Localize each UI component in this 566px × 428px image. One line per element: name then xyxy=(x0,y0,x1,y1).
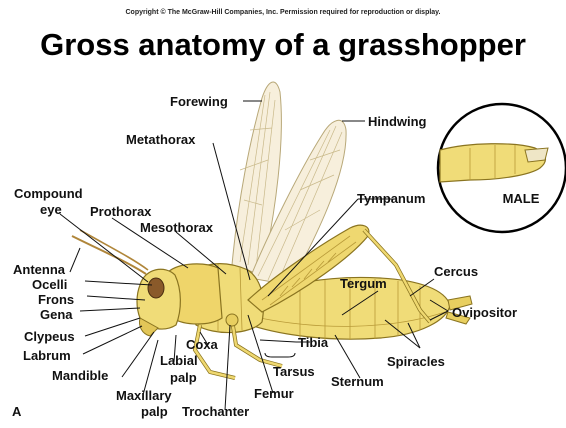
label-labial-palp-line1: Labial xyxy=(160,353,198,368)
label-metathorax: Metathorax xyxy=(126,132,196,147)
label-forewing: Forewing xyxy=(170,94,228,109)
label-spiracles: Spiracles xyxy=(387,354,445,369)
label-prothorax: Prothorax xyxy=(90,204,152,219)
label-mesothorax: Mesothorax xyxy=(140,220,214,235)
panel-letter: A xyxy=(12,404,22,419)
label-tergum: Tergum xyxy=(340,276,387,291)
copyright-notice: Copyright © The McGraw-Hill Companies, I… xyxy=(125,8,440,16)
label-labrum: Labrum xyxy=(23,348,71,363)
label-hindwing: Hindwing xyxy=(368,114,427,129)
label-femur: Femur xyxy=(254,386,294,401)
male-inset: MALE xyxy=(438,104,566,232)
label-clypeus: Clypeus xyxy=(24,329,75,344)
compound-eye-shape xyxy=(148,278,164,298)
label-labial-palp-line2: palp xyxy=(170,370,197,385)
label-compound-eye-line1: Compound xyxy=(14,186,83,201)
label-maxillary-palp-line2: palp xyxy=(141,404,168,419)
label-maxillary-palp-line1: Maxillary xyxy=(116,388,172,403)
label-tarsus: Tarsus xyxy=(273,364,315,379)
label-frons: Frons xyxy=(38,292,74,307)
label-cercus: Cercus xyxy=(434,264,478,279)
label-trochanter: Trochanter xyxy=(182,404,249,419)
label-ovipositor: Ovipositor xyxy=(452,305,517,320)
antenna-shape xyxy=(72,230,148,274)
label-sternum: Sternum xyxy=(331,374,384,389)
label-compound-eye-line2: eye xyxy=(40,202,62,217)
label-coxa: Coxa xyxy=(186,337,219,352)
label-tibia: Tibia xyxy=(298,335,329,350)
label-gena: Gena xyxy=(40,307,73,322)
inset-label-male: MALE xyxy=(503,191,540,206)
label-ocelli: Ocelli xyxy=(32,277,67,292)
label-mandible: Mandible xyxy=(52,368,108,383)
page-title: Gross anatomy of a grasshopper xyxy=(40,27,526,62)
label-tympanum: Tympanum xyxy=(357,191,425,206)
label-antenna: Antenna xyxy=(13,262,66,277)
